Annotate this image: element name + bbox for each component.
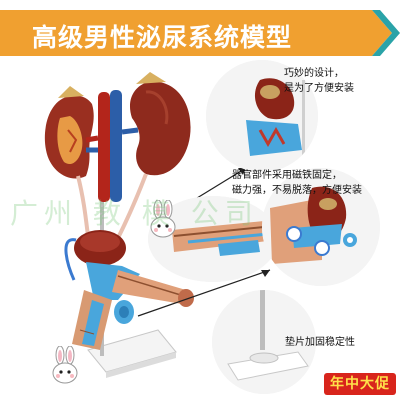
bunny-icon bbox=[150, 200, 176, 238]
prostate-region bbox=[86, 262, 140, 300]
left-kidney-cortex bbox=[57, 116, 83, 165]
callout-design-line1: 巧妙的设计， bbox=[284, 68, 344, 79]
callout-pad: 垫片加固稳定性 bbox=[285, 335, 355, 350]
watermark-text: 广州 教 模 公司 bbox=[10, 197, 259, 230]
zoom-detail-magnets bbox=[262, 168, 380, 286]
right-ureter bbox=[116, 173, 148, 239]
stand-base-edge bbox=[106, 352, 176, 378]
callout-magnets: 器官部件采用磁铁固定， 磁力强，不易脱落，方便安装 bbox=[232, 168, 362, 198]
left-ureter bbox=[76, 175, 90, 237]
title-banner: 高级男性泌尿系统模型 bbox=[0, 10, 400, 56]
callout-pad-line1: 垫片加固稳定性 bbox=[285, 337, 355, 348]
banner-shape bbox=[0, 10, 400, 56]
zoom-detail-stand bbox=[212, 290, 316, 394]
callout-design-line2: 是为了方便安装 bbox=[284, 83, 354, 94]
penis-shaft bbox=[112, 270, 186, 304]
vena-cava bbox=[110, 90, 122, 202]
aorta bbox=[98, 92, 110, 202]
callout-magnets-line1: 器官部件采用磁铁固定， bbox=[232, 170, 342, 181]
zoom-detail-top bbox=[206, 60, 318, 172]
promo-badge: 年中大促 bbox=[324, 373, 396, 395]
callout-magnets-line2: 磁力强，不易脱落，方便安装 bbox=[232, 185, 362, 196]
callout-design: 巧妙的设计， 是为了方便安装 bbox=[284, 66, 354, 96]
bunny-icon bbox=[52, 346, 78, 384]
zoom-detail-shaft bbox=[148, 196, 278, 282]
banner-title: 高级男性泌尿系统模型 bbox=[32, 23, 293, 52]
right-kidney bbox=[129, 81, 191, 176]
